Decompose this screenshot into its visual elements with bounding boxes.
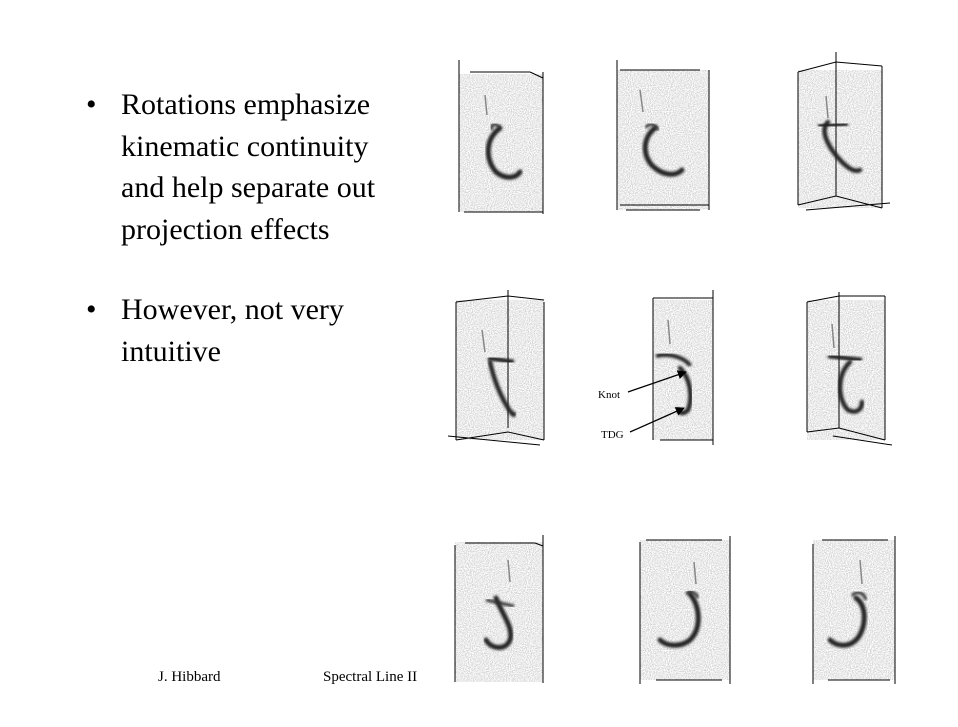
bullet-rotations: • Rotations emphasize kinematic continui… [86, 84, 406, 250]
panel-3 [797, 52, 891, 211]
bullet-text: Rotations emphasize kinematic continuity… [121, 88, 376, 246]
annotation-arrows [627, 370, 687, 433]
panel-1 [458, 60, 544, 214]
panel-7 [454, 535, 544, 683]
bullet-marker: • [86, 293, 97, 326]
footer-author: J. Hibbard [158, 669, 221, 685]
panel-4 [447, 290, 545, 446]
bullet-marker: • [86, 88, 97, 121]
panel-6 [806, 292, 893, 446]
bullet-list: • Rotations emphasize kinematic continui… [86, 84, 406, 372]
bullet-text: However, not very intuitive [121, 293, 344, 368]
footer-title: Spectral Line II [323, 669, 418, 685]
panel-5 [652, 290, 714, 445]
tdg-label: TDG [601, 429, 624, 441]
bullet-not-intuitive: • However, not very intuitive [86, 289, 406, 372]
knot-label: Knot [598, 389, 620, 401]
panel-8 [639, 536, 731, 684]
panel-2 [616, 60, 710, 211]
panel-9 [812, 536, 896, 684]
